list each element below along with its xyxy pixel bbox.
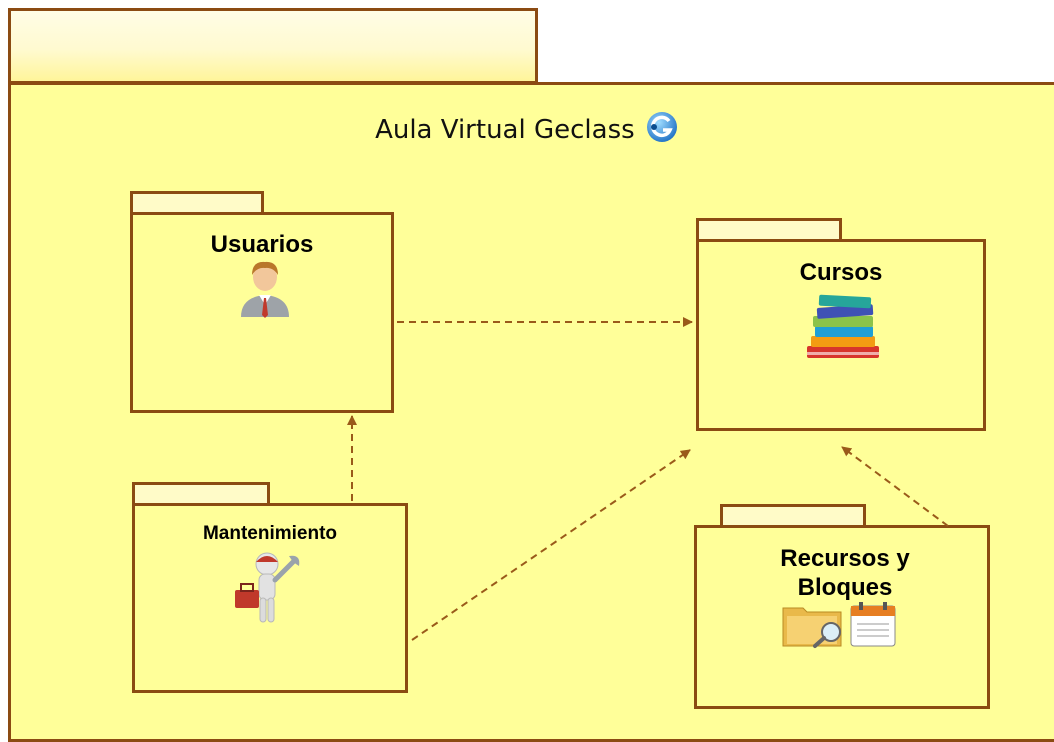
mantenimiento-label: Mantenimiento — [202, 523, 338, 544]
folder-calendar-icon — [782, 602, 896, 648]
usuarios-label: Usuarios — [210, 231, 314, 258]
cursos-package: Cursos — [696, 239, 986, 431]
cursos-label: Cursos — [799, 259, 883, 286]
recursos-package-tab — [720, 504, 866, 528]
mantenimiento-package: Mantenimiento — [132, 503, 408, 693]
dependency-arrows — [347, 317, 949, 641]
recursos-package: Recursos y Bloques — [694, 525, 990, 709]
usuarios-package: Usuarios — [130, 212, 394, 413]
diagram-title-text: Aula Virtual Geclass — [375, 115, 635, 145]
geclass-logo-icon — [646, 112, 677, 142]
arrow-recursos-cursos — [841, 446, 949, 527]
recursos-label: Recursos y Bloques — [780, 545, 910, 601]
diagram-title: Aula Virtual Geclass — [0, 110, 1054, 145]
user-icon — [241, 261, 289, 318]
maintenance-icon — [235, 552, 300, 623]
books-icon — [807, 294, 879, 358]
arrow-mantenimiento-cursos — [411, 449, 691, 641]
